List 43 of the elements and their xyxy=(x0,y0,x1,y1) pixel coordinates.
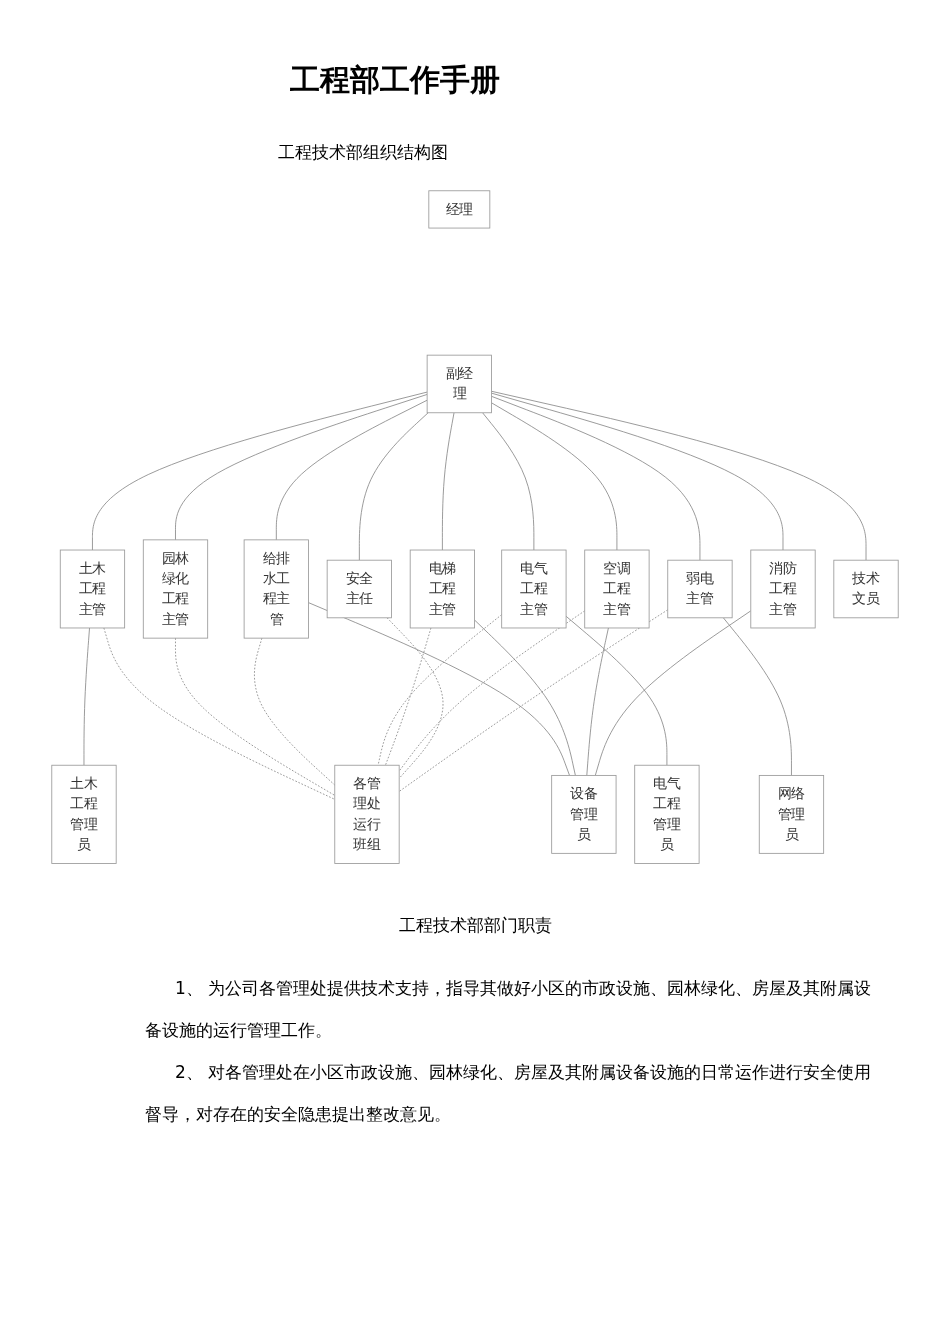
connector xyxy=(275,399,428,541)
connector xyxy=(103,627,336,800)
connector xyxy=(358,412,429,561)
node-box: 土木工程主管 xyxy=(59,549,126,629)
node-box: 园林绿化工程主管 xyxy=(142,539,209,639)
connector xyxy=(83,627,90,766)
node-box: 电气工程主管 xyxy=(501,549,567,629)
node-box: 设备管理员 xyxy=(551,774,617,854)
node-box: 给排水工程主管 xyxy=(243,539,309,639)
node-box: 各管理处运行班组 xyxy=(334,764,400,864)
node-box: 安全主任 xyxy=(326,559,392,619)
connector xyxy=(386,617,444,779)
node-box: 电气工程管理员 xyxy=(634,764,700,864)
connector xyxy=(175,394,428,541)
connector xyxy=(722,617,792,776)
paragraph: 2、 对各管理处在小区市政设施、园林绿化、房屋及其附属设备设施的日常运作进行安全使用督导，对存在的安全隐患提出整改意见。 xyxy=(145,1061,873,1127)
connector xyxy=(491,395,701,561)
node-box: 弱电主管 xyxy=(667,559,733,619)
connector xyxy=(482,412,535,551)
section-heading: 工程技术部部门职责 xyxy=(397,914,553,938)
title: 工程部工作手册 xyxy=(290,61,501,99)
chart-title: 工程技术部组织结构图 xyxy=(278,141,449,164)
connector xyxy=(385,627,432,766)
node-box: 网络管理员 xyxy=(758,774,825,854)
connector xyxy=(398,609,669,792)
connector xyxy=(491,392,784,551)
node-box: 土木工程管理员 xyxy=(51,764,117,864)
paragraph: 1、 为公司各管理处提供技术支持，指导其做好小区的市政设施、园林绿化、房屋及其附属设备设施的运行管理工作。 xyxy=(145,977,873,1043)
connector xyxy=(586,627,609,776)
connector xyxy=(92,391,428,551)
node-box: 经理 xyxy=(428,190,491,229)
connector xyxy=(594,610,752,776)
connector xyxy=(308,602,570,776)
connector xyxy=(565,615,668,766)
connector xyxy=(491,390,867,561)
node-box: 技术文员 xyxy=(833,559,899,619)
connector xyxy=(474,619,576,776)
connector xyxy=(491,402,618,551)
node-box: 电梯工程主管 xyxy=(409,549,475,629)
node-box: 副经理 xyxy=(426,354,492,414)
node-box: 消防工程主管 xyxy=(750,549,816,629)
connector xyxy=(441,412,455,551)
node-box: 空调工程主管 xyxy=(584,549,650,629)
